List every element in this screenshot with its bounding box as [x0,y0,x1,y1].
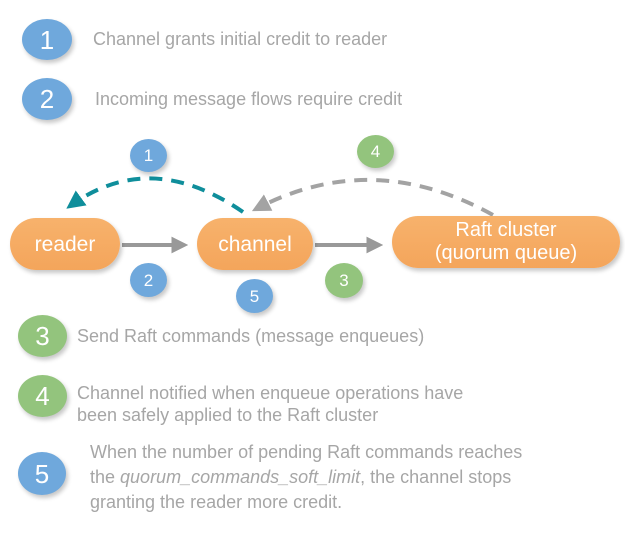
legend-badge-2: 2 [22,78,72,120]
legend-text-5-line2: the quorum_commands_soft_limit, the chan… [90,465,522,490]
legend-text-5-line2-post: , the channel stops [360,467,512,487]
legend-text-4-line1: Channel notified when enqueue operations… [77,383,464,403]
legend-text-4-line2: been safely applied to the Raft cluster [77,405,379,425]
diagram-badge-3-number: 3 [339,271,349,290]
diagram-badge-5: 5 [236,279,273,313]
node-channel: channel [197,218,313,270]
legend-text-5: When the number of pending Raft commands… [90,440,522,515]
legend-text-4: Channel notified when enqueue operations… [77,382,463,426]
legend-text-5-line1: When the number of pending Raft commands… [90,442,523,462]
legend-badge-4-number: 4 [35,381,50,411]
legend-text-1: Channel grants initial credit to reader [93,29,388,49]
legend-text-3: Send Raft commands (message enqueues) [77,326,425,346]
legend-text-5-line2-pre: the [90,467,121,487]
diagram-badge-5-number: 5 [249,286,260,306]
diagram-badge-1: 1 [130,139,167,172]
legend-badge-5: 5 [18,452,66,495]
diagram-badge-2-number: 2 [143,270,154,290]
legend-badge-5-number: 5 [34,458,50,489]
diagram-badge-4: 4 [357,135,394,168]
node-raft-cluster: Raft cluster (quorum queue) [392,216,620,268]
legend-text-2: Incoming message flows require credit [95,89,403,109]
legend-badge-1: 1 [22,19,72,60]
legend-text-5-line3: granting the reader more credit. [90,492,343,512]
diagram-badge-4-number: 4 [370,142,381,161]
diagram-badge-3: 3 [325,263,363,298]
legend-text-5-line2-italic: quorum_commands_soft_limit [120,467,361,487]
node-raft-label-line1: Raft cluster [455,219,557,241]
legend-badge-3: 3 [18,315,67,357]
legend-badge-3-number: 3 [35,321,50,351]
legend-badge-2-number: 2 [39,84,55,114]
node-channel-label: channel [218,232,292,256]
legend-badge-1-number: 1 [39,24,55,55]
legend-badge-4: 4 [18,375,67,417]
credit-grant-arc [66,176,245,214]
node-raft-label-line2: (quorum queue) [434,242,578,264]
applied-notification-arc [251,177,494,217]
diagram-badge-2: 2 [130,263,167,297]
node-reader-label: reader [34,232,96,256]
diagram-badge-1-number: 1 [143,146,154,165]
node-reader: reader [10,218,120,270]
